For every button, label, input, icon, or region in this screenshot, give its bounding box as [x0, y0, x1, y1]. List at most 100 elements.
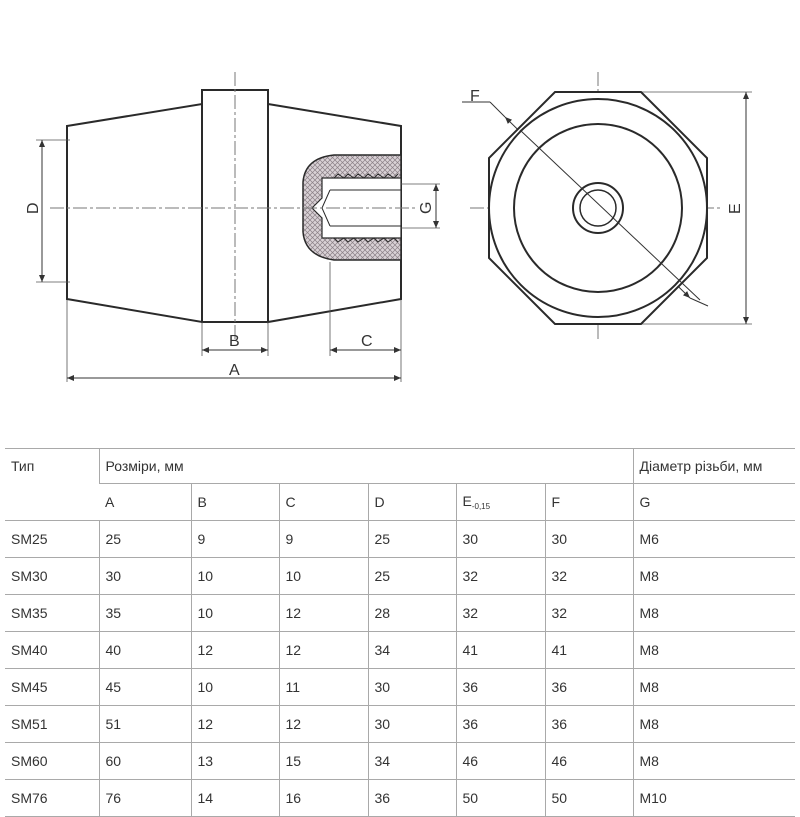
cell-g: M8	[632, 631, 795, 669]
cell-e: 32	[455, 557, 545, 595]
cell-f: 36	[544, 705, 633, 743]
col-header-F: F	[544, 483, 633, 521]
col-header-E: E-0,15	[455, 483, 545, 521]
cell-d: 25	[367, 557, 456, 595]
cell-type: SM25	[5, 520, 99, 558]
cell-c: 15	[278, 742, 368, 780]
label-E: E	[727, 203, 744, 214]
thread-teeth-bottom	[333, 237, 399, 243]
cell-d: 25	[367, 520, 456, 558]
cell-type: SM76	[5, 779, 99, 817]
cell-b: 10	[190, 668, 279, 706]
col-header-D: D	[367, 483, 456, 521]
left-cone	[66, 102, 203, 324]
header-type: Тип	[5, 448, 99, 521]
label-F: F	[470, 88, 480, 105]
header-thread: Діаметр різьби, мм	[632, 448, 795, 484]
cell-type: SM45	[5, 668, 99, 706]
cell-c: 11	[278, 668, 368, 706]
cell-b: 12	[190, 631, 279, 669]
col-header-B: B	[190, 483, 279, 521]
cell-c: 9	[278, 520, 368, 558]
cell-d: 28	[367, 594, 456, 632]
cell-type: SM30	[5, 557, 99, 595]
cell-c: 12	[278, 705, 368, 743]
cell-b: 13	[190, 742, 279, 780]
col-header-E-letter: E	[462, 493, 472, 509]
cell-a: 76	[98, 779, 191, 817]
cell-f: 41	[544, 631, 633, 669]
label-A: A	[229, 362, 240, 379]
cell-g: M8	[632, 705, 795, 743]
cell-g: M8	[632, 668, 795, 706]
cell-f: 36	[544, 668, 633, 706]
dim-F-leader-end	[689, 297, 709, 307]
cell-f: 32	[544, 594, 633, 632]
cell-a: 45	[98, 668, 191, 706]
cell-c: 12	[278, 631, 368, 669]
table-header-row: Тип Розміри, мм Діаметр різьби, мм	[5, 448, 795, 521]
cell-e: 30	[455, 520, 545, 558]
cell-e: 36	[455, 668, 545, 706]
thread-teeth-top	[333, 173, 399, 179]
cell-b: 12	[190, 705, 279, 743]
cell-e: 41	[455, 631, 545, 669]
cell-a: 30	[98, 557, 191, 595]
cell-d: 30	[367, 705, 456, 743]
cell-e: 46	[455, 742, 545, 780]
table-subheader-row: A B C D E-0,15 F G	[5, 483, 795, 521]
bore-circle-inner	[579, 189, 617, 227]
cell-type: SM51	[5, 705, 99, 743]
cell-b: 10	[190, 594, 279, 632]
cell-b: 10	[190, 557, 279, 595]
cell-a: 40	[98, 631, 191, 669]
label-D: D	[25, 202, 42, 214]
cell-e: 36	[455, 705, 545, 743]
cell-g: M6	[632, 520, 795, 558]
cell-c: 12	[278, 594, 368, 632]
cell-type: SM40	[5, 631, 99, 669]
cell-d: 30	[367, 668, 456, 706]
cell-d: 36	[367, 779, 456, 817]
cell-f: 30	[544, 520, 633, 558]
dim-F-leader	[489, 101, 506, 118]
cell-e: 50	[455, 779, 545, 817]
cell-b: 14	[190, 779, 279, 817]
col-header-C: C	[278, 483, 368, 521]
cell-d: 34	[367, 631, 456, 669]
label-G: G	[418, 202, 435, 214]
cell-b: 9	[190, 520, 279, 558]
cell-type: SM60	[5, 742, 99, 780]
cell-a: 51	[98, 705, 191, 743]
insulator-drawing: A B C D G F E	[25, 72, 752, 382]
label-C: C	[361, 333, 373, 350]
spec-table: Тип Розміри, мм Діаметр різьби, мм A B C…	[5, 448, 795, 817]
cell-c: 10	[278, 557, 368, 595]
label-B: B	[229, 333, 240, 350]
cell-a: 25	[98, 520, 191, 558]
cell-g: M8	[632, 557, 795, 595]
col-header-G: G	[632, 483, 795, 521]
cell-c: 16	[278, 779, 368, 817]
cell-f: 32	[544, 557, 633, 595]
cell-d: 34	[367, 742, 456, 780]
dimension-labels: A B C D G F E	[25, 88, 744, 379]
cell-type: SM35	[5, 594, 99, 632]
cell-e: 32	[455, 594, 545, 632]
cell-f: 46	[544, 742, 633, 780]
cell-f: 50	[544, 779, 633, 817]
cell-g: M8	[632, 594, 795, 632]
cell-g: M10	[632, 779, 795, 817]
cell-a: 60	[98, 742, 191, 780]
cell-g: M8	[632, 742, 795, 780]
end-view	[488, 91, 708, 325]
e-tolerance: -0,15	[471, 502, 491, 511]
header-dimensions: Розміри, мм	[98, 448, 633, 484]
